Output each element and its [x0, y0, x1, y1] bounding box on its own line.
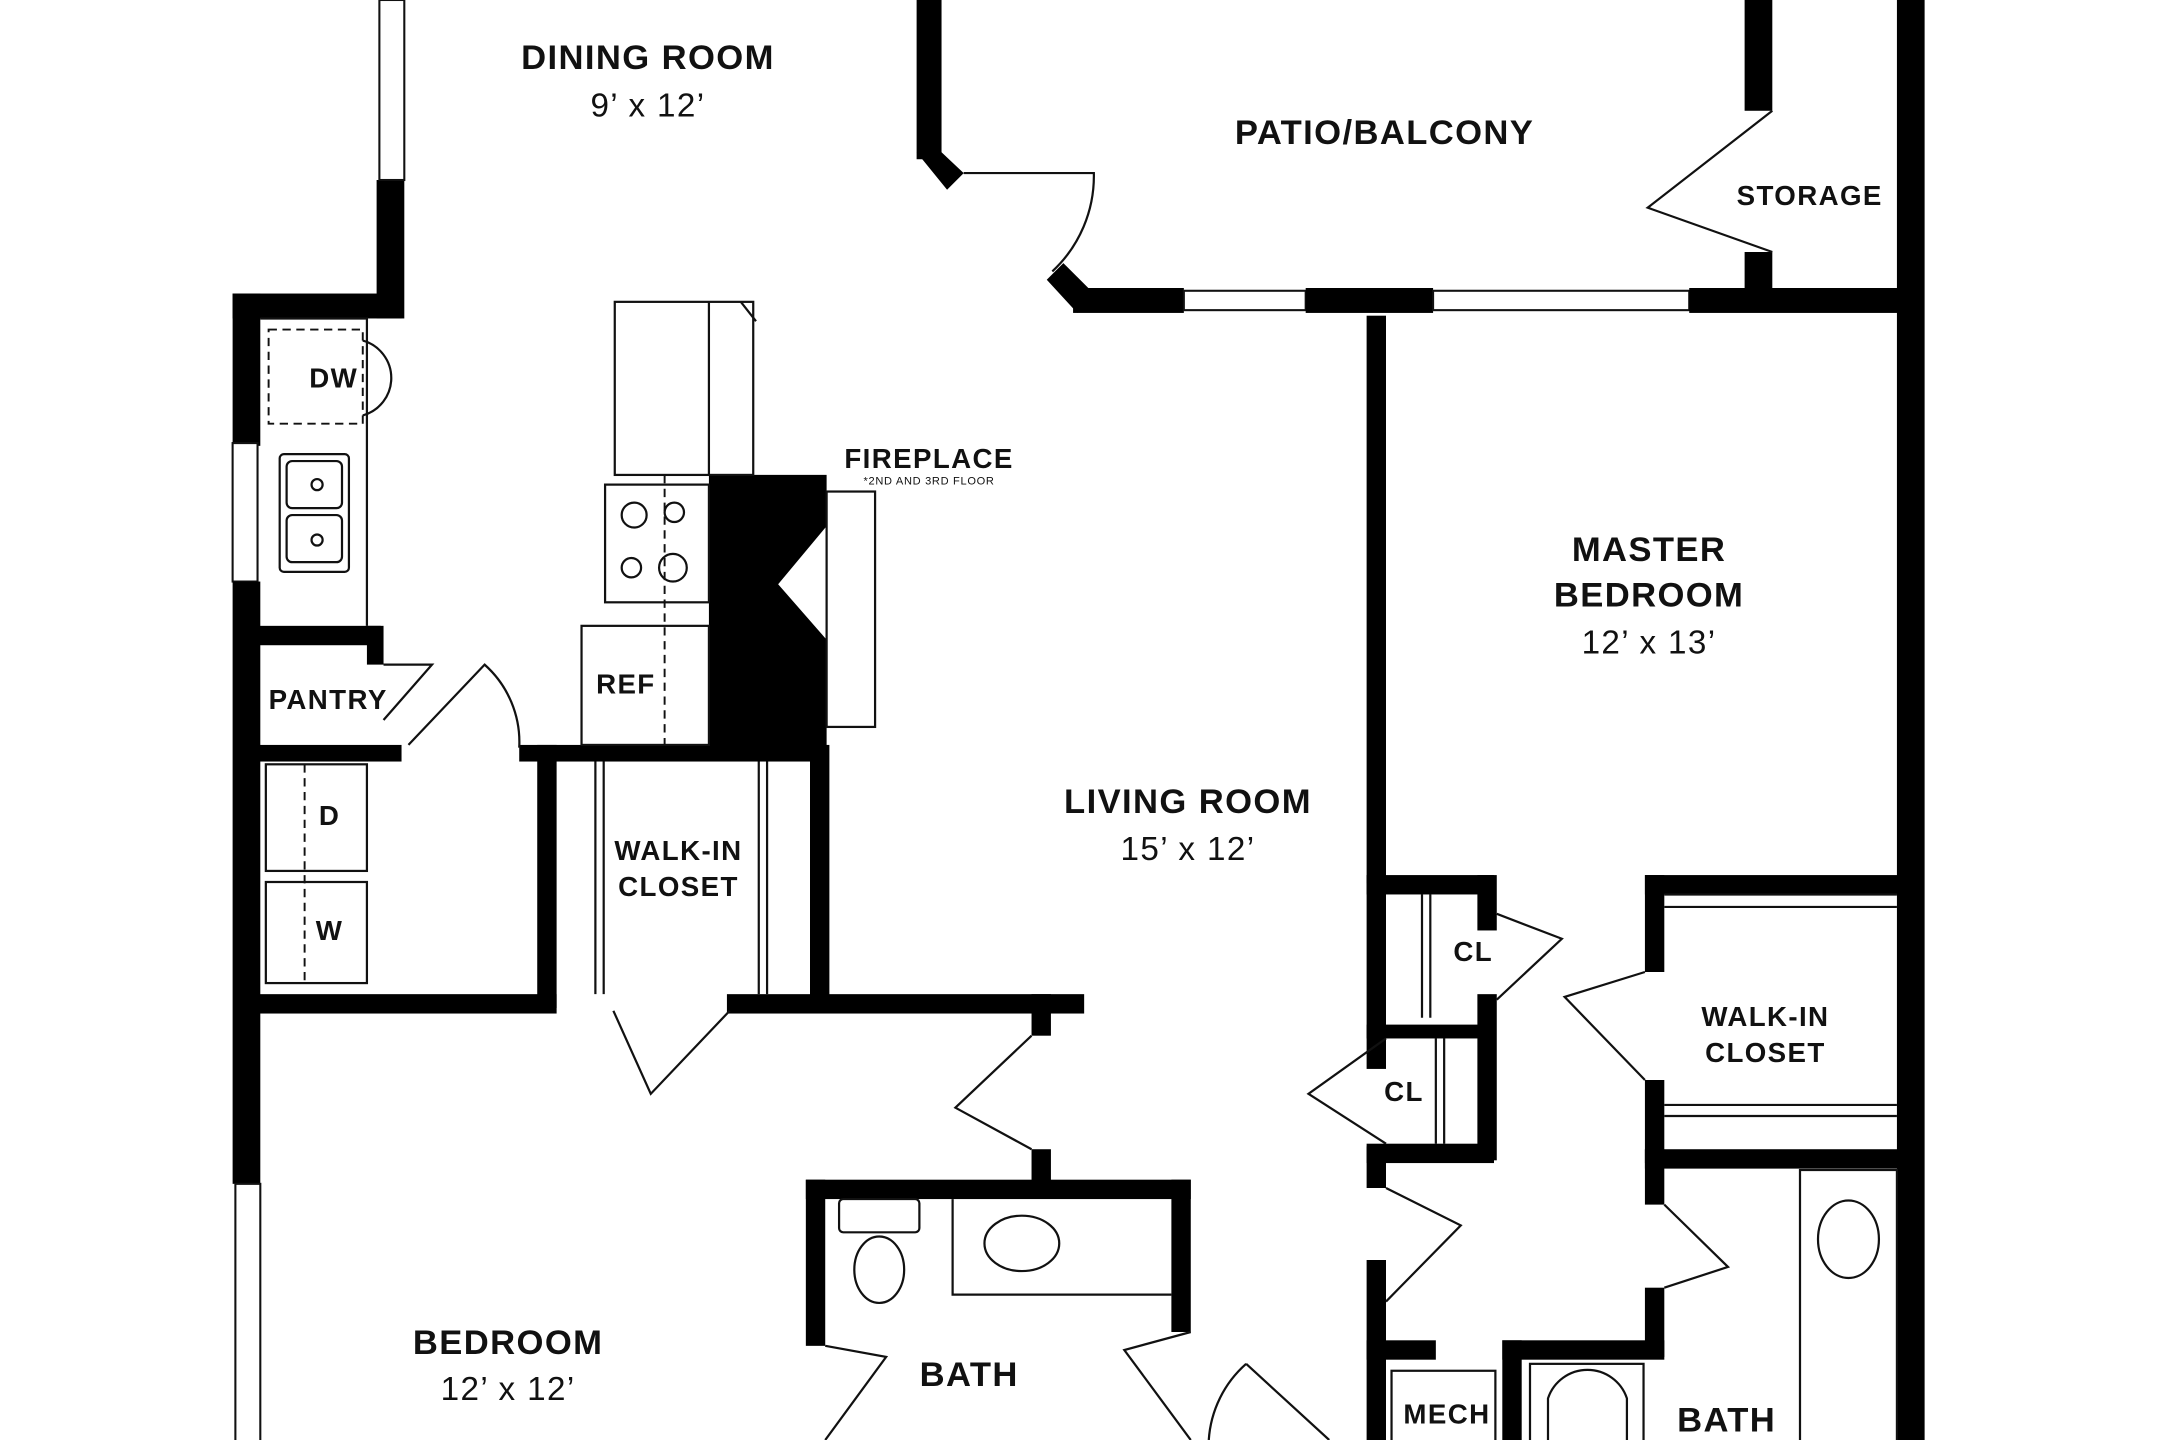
master-bedroom-label-2: BEDROOM: [1554, 576, 1744, 614]
pantry-label: PANTRY: [269, 684, 388, 715]
fireplace-note: *2ND AND 3RD FLOOR: [864, 476, 995, 488]
bath-label: BATH: [920, 1356, 1019, 1394]
walk-in-closet-label-1: WALK-IN: [614, 835, 742, 866]
washer-label: W: [316, 915, 344, 946]
doors: [382, 109, 1897, 1440]
master-bath-label: BATH: [1677, 1402, 1776, 1440]
patio-label: PATIO/BALCONY: [1235, 114, 1534, 152]
kitchen-fixtures: [260, 300, 877, 985]
bedroom-label: BEDROOM: [413, 1324, 603, 1362]
mech-label: MECH: [1403, 1398, 1490, 1429]
master-bedroom-size: 12’ x 13’: [1582, 625, 1717, 662]
master-walk-in-closet-label-2: CLOSET: [1705, 1037, 1826, 1068]
closet-label-1: CL: [1453, 936, 1493, 967]
dining-room-label: DINING ROOM: [521, 39, 775, 77]
storage-label: STORAGE: [1737, 180, 1883, 211]
closet-label-2: CL: [1384, 1076, 1424, 1107]
walls: [231, 0, 1925, 1440]
refrigerator-label: REF: [596, 669, 656, 700]
dishwasher-label: DW: [309, 363, 358, 394]
living-room-label: LIVING ROOM: [1064, 783, 1312, 821]
master-bedroom-label-1: MASTER: [1572, 531, 1726, 569]
bath-fixtures: [837, 1168, 1899, 1440]
master-walk-in-closet-label-1: WALK-IN: [1701, 1001, 1829, 1032]
dryer-label: D: [319, 800, 340, 831]
bedroom-size: 12’ x 12’: [441, 1371, 576, 1408]
walk-in-closet-label-2: CLOSET: [618, 871, 739, 902]
living-room-size: 15’ x 12’: [1121, 831, 1256, 868]
fireplace-label: FIREPLACE: [844, 443, 1013, 474]
dining-room-size: 9’ x 12’: [590, 87, 705, 124]
